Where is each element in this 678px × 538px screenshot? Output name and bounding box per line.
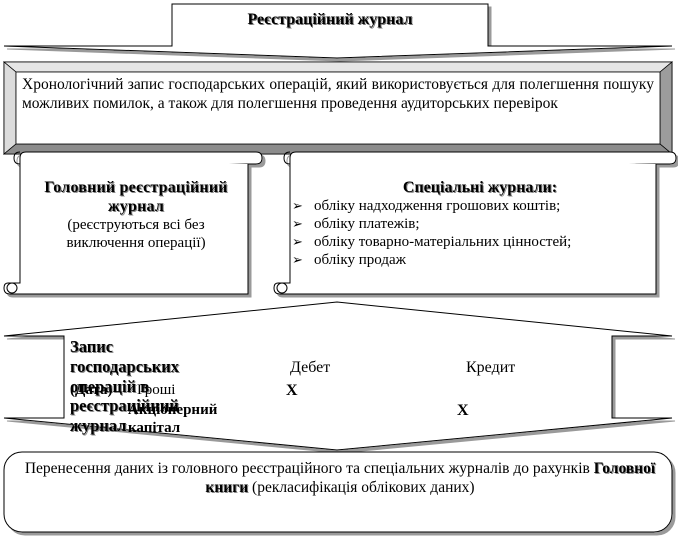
equity-account-label: Акціонерний капітал xyxy=(128,402,218,436)
general-ledger-label: Головної книги xyxy=(205,460,656,496)
credit-column-header: Кредит xyxy=(466,359,516,376)
special-journals-text: Спеціальні журнали: ➢обліку надходження … xyxy=(292,178,668,269)
posting-callout-shape xyxy=(3,301,673,451)
definition-text: Хронологічний запис господарських операц… xyxy=(22,76,654,112)
list-item: ➢обліку платежів; xyxy=(292,216,420,233)
special-journals-list: ➢обліку надходження грошових коштів; ➢об… xyxy=(292,197,668,269)
arrow-bullet-icon: ➢ xyxy=(292,199,303,215)
list-item: ➢обліку надходження грошових коштів; xyxy=(292,198,561,215)
title-arrow-shape xyxy=(3,3,673,59)
arrow-bullet-icon: ➢ xyxy=(292,253,303,269)
debit-mark: Х xyxy=(286,382,298,399)
debit-column-header: Дебет xyxy=(290,359,331,376)
transfer-text: Перенесення даних із головного реєстраці… xyxy=(24,460,656,496)
special-journals-scroll xyxy=(273,151,677,295)
arrow-bullet-icon: ➢ xyxy=(292,235,303,251)
general-journal-heading: Головний реєстраційний журнал xyxy=(44,179,228,216)
list-item: ➢обліку продаж xyxy=(292,252,406,269)
diagram-title: Реєстраційний журнал xyxy=(247,11,413,28)
cash-account-label: Гроші xyxy=(137,382,176,398)
special-journals-heading: Спеціальні журнали: xyxy=(402,179,558,196)
definition-bevel-box xyxy=(2,61,674,155)
general-journal-scroll xyxy=(3,151,263,295)
credit-mark: Х xyxy=(457,402,469,419)
arrow-bullet-icon: ➢ xyxy=(292,217,303,233)
general-journal-text: Головний реєстраційний журнал (реєструют… xyxy=(30,178,242,252)
posting-title: Запис господарських операцій в реєстраці… xyxy=(70,337,180,436)
list-item: ➢обліку товарно-матеріальних цінностей; xyxy=(292,234,572,251)
transfer-box xyxy=(3,451,673,533)
date-label: (Дата) xyxy=(70,382,113,398)
general-journal-note: (реєструються всі без виключення операці… xyxy=(66,217,206,252)
